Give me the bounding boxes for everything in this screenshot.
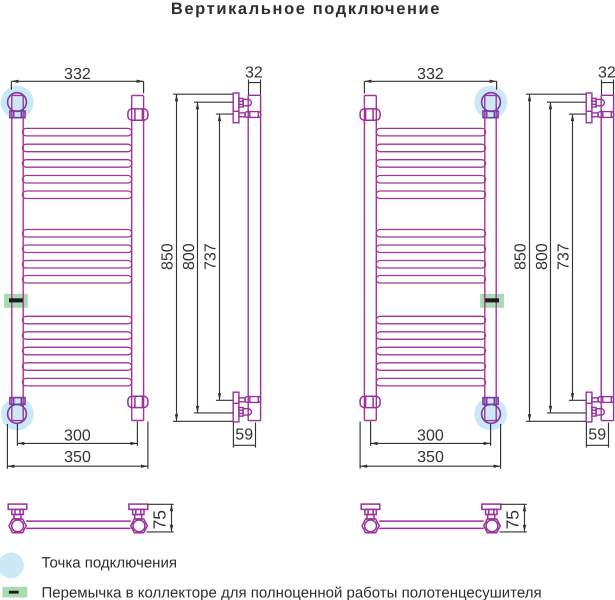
svg-text:300: 300 — [64, 427, 91, 444]
svg-text:32: 32 — [245, 65, 263, 82]
svg-text:800: 800 — [534, 243, 551, 270]
svg-text:Точка подключения: Точка подключения — [42, 555, 177, 572]
svg-text:300: 300 — [417, 427, 444, 444]
svg-text:59: 59 — [235, 427, 253, 444]
svg-text:Перемычка в коллекторе для пол: Перемычка в коллекторе для полноценной р… — [42, 584, 542, 600]
svg-text:737: 737 — [555, 243, 572, 270]
svg-text:800: 800 — [181, 243, 198, 270]
svg-text:332: 332 — [64, 66, 91, 83]
svg-text:737: 737 — [202, 243, 219, 270]
svg-text:Вертикальное подключение: Вертикальное подключение — [171, 0, 441, 18]
svg-text:32: 32 — [598, 65, 615, 82]
svg-text:350: 350 — [64, 449, 91, 466]
svg-text:850: 850 — [513, 243, 530, 270]
svg-text:59: 59 — [588, 427, 606, 444]
svg-text:75: 75 — [503, 510, 523, 529]
svg-text:850: 850 — [160, 243, 177, 270]
svg-text:350: 350 — [417, 449, 444, 466]
svg-text:75: 75 — [150, 510, 170, 529]
svg-text:332: 332 — [417, 66, 444, 83]
